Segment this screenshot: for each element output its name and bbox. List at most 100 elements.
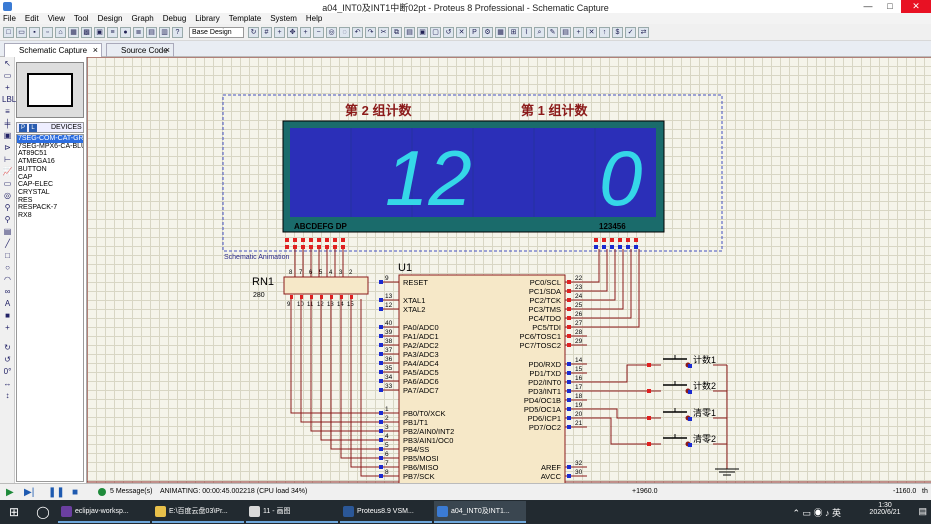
open-file-icon[interactable]: ▭	[16, 26, 27, 38]
start-icon[interactable]: ⊞	[8, 505, 20, 519]
search-icon[interactable]: ⌕	[534, 26, 545, 38]
new-file-icon[interactable]: □	[3, 26, 14, 38]
generator-icon[interactable]: ◎	[4, 191, 11, 200]
symbol-icon[interactable]: ■	[5, 311, 10, 320]
list-item[interactable]: ATMEGA16	[18, 158, 55, 166]
menu-system[interactable]: System	[270, 14, 297, 23]
menu-debug[interactable]: Debug	[162, 14, 187, 23]
rotate-cw-icon[interactable]: ↻	[4, 343, 11, 352]
menu-template[interactable]: Template	[228, 14, 262, 23]
copy-icon[interactable]: ⧉	[391, 26, 402, 38]
task-word[interactable]: Proteus8.9 VSM...	[340, 501, 432, 523]
list-item[interactable]: 7SEG-COM-CAT-GRN	[17, 135, 83, 143]
rotate-ccw-icon[interactable]: ↺	[4, 355, 11, 364]
erc-icon[interactable]: ✓	[625, 26, 636, 38]
probe-voltage-icon[interactable]: ⚲	[4, 203, 11, 212]
task-proteus[interactable]: a04_INT0及INT1...	[434, 501, 526, 523]
selection-mode-icon[interactable]: ↖	[4, 59, 11, 68]
text-icon[interactable]: A	[4, 299, 11, 308]
notification-icon[interactable]: ▤	[918, 506, 927, 516]
package-icon[interactable]: ▦	[495, 26, 506, 38]
instrument-icon[interactable]: ▤	[3, 227, 12, 236]
new-sheet-icon[interactable]: +	[573, 26, 584, 38]
probe-current-icon[interactable]: ⚲	[4, 215, 11, 224]
junction-icon[interactable]: +	[5, 83, 10, 92]
decompose-icon[interactable]: ⊞	[508, 26, 519, 38]
box-icon[interactable]: □	[5, 251, 10, 260]
schematic-icon[interactable]: ▦	[68, 26, 79, 38]
source-icon[interactable]: ≣	[133, 26, 144, 38]
refresh-icon[interactable]: ↻	[248, 26, 259, 38]
overview-window[interactable]	[16, 62, 84, 118]
search-icon[interactable]: ◯	[36, 505, 50, 519]
list-item[interactable]: CRYSTAL	[18, 188, 50, 196]
minimize-button[interactable]: —	[863, 1, 873, 11]
path-icon[interactable]: ∞	[4, 287, 11, 296]
debug-icon[interactable]: ●	[120, 26, 131, 38]
push-button[interactable]: 清零2	[647, 433, 716, 447]
task-paint[interactable]: 11 - 画图	[246, 501, 338, 523]
home-icon[interactable]: ⌂	[55, 26, 66, 38]
undo-icon[interactable]: ↶	[352, 26, 363, 38]
exit-parent-icon[interactable]: ↑	[599, 26, 610, 38]
code-icon[interactable]: ▥	[159, 26, 170, 38]
tray-icons[interactable]: ⌃ ▭ ◉ ♪ 英	[792, 508, 841, 518]
list-item[interactable]: CAP	[18, 173, 33, 181]
mirror-y-icon[interactable]: ↕	[5, 391, 10, 400]
zoom-area-icon[interactable]: ◌	[339, 26, 350, 38]
task-eclipse[interactable]: eclipjav-worksp...	[58, 501, 150, 523]
close-project-icon[interactable]: ▫	[42, 26, 53, 38]
maximize-button[interactable]: □	[887, 1, 893, 11]
menu-graph[interactable]: Graph	[131, 14, 154, 23]
rn1-resistor-pack[interactable]	[283, 276, 369, 295]
menu-file[interactable]: File	[3, 14, 16, 23]
block-move-icon[interactable]: ▢	[430, 26, 441, 38]
menu-help[interactable]: Help	[305, 14, 323, 23]
remove-sheet-icon[interactable]: ✕	[586, 26, 597, 38]
list-item[interactable]: CAP-ELEC	[18, 181, 54, 189]
task-explorer[interactable]: E:\百度云盘03\Pr...	[152, 501, 244, 523]
pick-device-button[interactable]: P	[19, 124, 27, 132]
close-tab-icon[interactable]: ×	[164, 45, 170, 55]
menu-design[interactable]: Design	[97, 14, 123, 23]
block-rotate-icon[interactable]: ↺	[443, 26, 454, 38]
block-copy-icon[interactable]: ▣	[417, 26, 428, 38]
mirror-x-icon[interactable]: ↔	[3, 379, 12, 388]
move-icon[interactable]: ✥	[287, 26, 298, 38]
component-mode-icon[interactable]: ▭	[3, 71, 12, 80]
schematic-canvas[interactable]: Schematic Animation 第 2 组计数 第 1 组计数 12 0…	[86, 56, 931, 486]
menu-view[interactable]: View	[47, 14, 65, 23]
tab-source-code[interactable]: Source Code ×	[106, 43, 174, 57]
property-icon[interactable]: ✎	[547, 26, 558, 38]
stop-icon[interactable]: ■	[72, 487, 79, 498]
list-item[interactable]: RX8	[18, 212, 32, 220]
pause-icon[interactable]: ❚❚	[48, 487, 65, 498]
library-manager-button[interactable]: L	[29, 124, 37, 132]
paste-icon[interactable]: ▤	[404, 26, 415, 38]
zoom-in-icon[interactable]: +	[300, 26, 311, 38]
clock[interactable]: 1:30 2020/6/21	[861, 502, 909, 516]
list-item[interactable]: RESPACK-7	[18, 204, 58, 212]
list-item[interactable]: BUTTON	[18, 165, 47, 173]
close-tab-icon[interactable]: ×	[92, 45, 98, 55]
tab-schematic-capture[interactable]: Schematic Capture ×	[4, 43, 102, 57]
push-button[interactable]: 清零1	[647, 407, 716, 421]
cut-icon[interactable]: ✂	[378, 26, 389, 38]
subcircuit-icon[interactable]: ▣	[3, 131, 12, 140]
netlist-icon[interactable]: ⇄	[638, 26, 649, 38]
origin-icon[interactable]: +	[274, 26, 285, 38]
pick-device-icon[interactable]: P	[469, 26, 480, 38]
wire-label-icon[interactable]: LBL	[2, 95, 17, 104]
gallery-icon[interactable]: ▣	[94, 26, 105, 38]
push-button[interactable]: 计数1	[647, 354, 716, 368]
library-icon[interactable]: ▤	[146, 26, 157, 38]
redo-icon[interactable]: ↷	[365, 26, 376, 38]
graph-icon[interactable]: 📈	[2, 167, 13, 176]
close-button[interactable]: ✕	[901, 0, 931, 13]
buses-icon[interactable]: ╪	[4, 119, 11, 128]
pins-icon[interactable]: ⊢	[4, 155, 11, 164]
list-item[interactable]: 7SEG-MPX6-CA-BLUE	[18, 142, 83, 150]
bill-icon[interactable]: $	[612, 26, 623, 38]
menu-edit[interactable]: Edit	[24, 14, 39, 23]
marker-icon[interactable]: +	[5, 323, 10, 332]
